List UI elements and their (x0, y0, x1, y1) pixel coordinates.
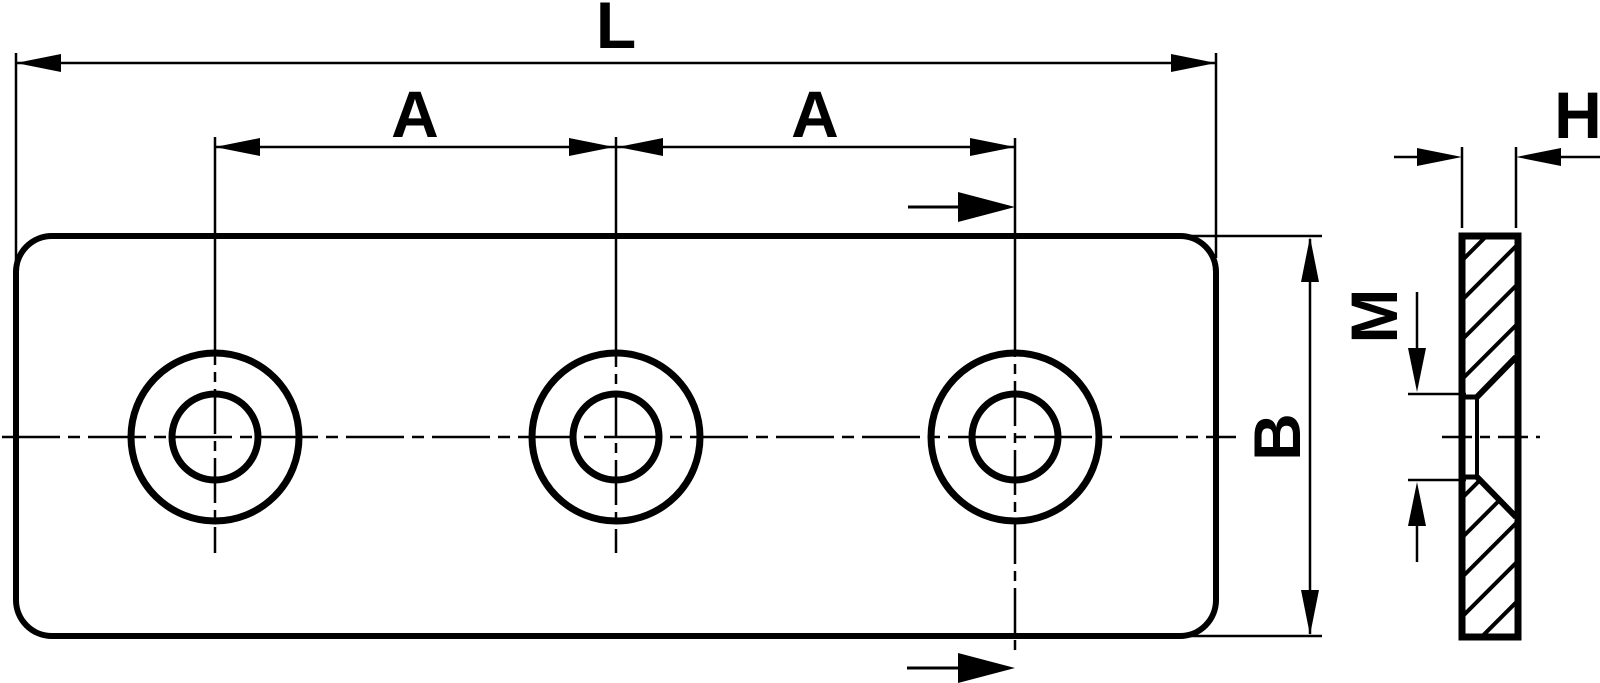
M-label: M (1337, 289, 1411, 344)
A-left-arrowhead-left (215, 138, 260, 156)
dimension-M: M (1337, 289, 1466, 562)
B-arrowhead-bottom (1301, 590, 1319, 635)
dimension-A-right: A (616, 77, 1015, 156)
dimension-H: H (1394, 78, 1600, 228)
A-right-arrowhead-left (618, 138, 663, 156)
dimension-B: B (1186, 234, 1322, 638)
H-arrowhead-right (1516, 148, 1561, 166)
A-left-arrowhead-right (569, 138, 614, 156)
section-arrow-bottom-head (958, 653, 1015, 683)
hole1-bore-circle (168, 390, 262, 484)
A-left-label: A (391, 77, 439, 151)
M-arrowhead-down (1408, 348, 1426, 392)
countersink-cone-bottom (1474, 474, 1519, 520)
section-arrows (907, 192, 1015, 683)
side-view-hatching (1462, 236, 1518, 637)
H-label: H (1554, 78, 1600, 152)
B-label: B (1240, 413, 1314, 461)
section-arrow-top-head (958, 192, 1015, 222)
hole2-bore-circle (569, 390, 663, 484)
countersink-cone-top (1474, 354, 1519, 400)
dimension-L: L (14, 0, 1218, 270)
M-arrowhead-up (1408, 482, 1426, 526)
hole1-countersink-circle (127, 349, 303, 525)
hole3-countersink-circle (927, 349, 1103, 525)
A-right-label: A (791, 77, 839, 151)
L-arrowhead-left (16, 54, 61, 72)
B-arrowhead-top (1301, 237, 1319, 282)
H-arrowhead-left (1417, 148, 1462, 166)
dimension-A-left: A (215, 77, 616, 156)
side-view (1458, 232, 1522, 641)
hole2-countersink-circle (528, 349, 704, 525)
side-view-outline (1458, 232, 1522, 641)
L-label: L (596, 0, 636, 62)
L-arrowhead-right (1171, 54, 1216, 72)
holes (127, 349, 1103, 525)
A-right-arrowhead-right (970, 138, 1015, 156)
hole3-bore-circle (968, 390, 1062, 484)
centerlines (2, 137, 1540, 652)
